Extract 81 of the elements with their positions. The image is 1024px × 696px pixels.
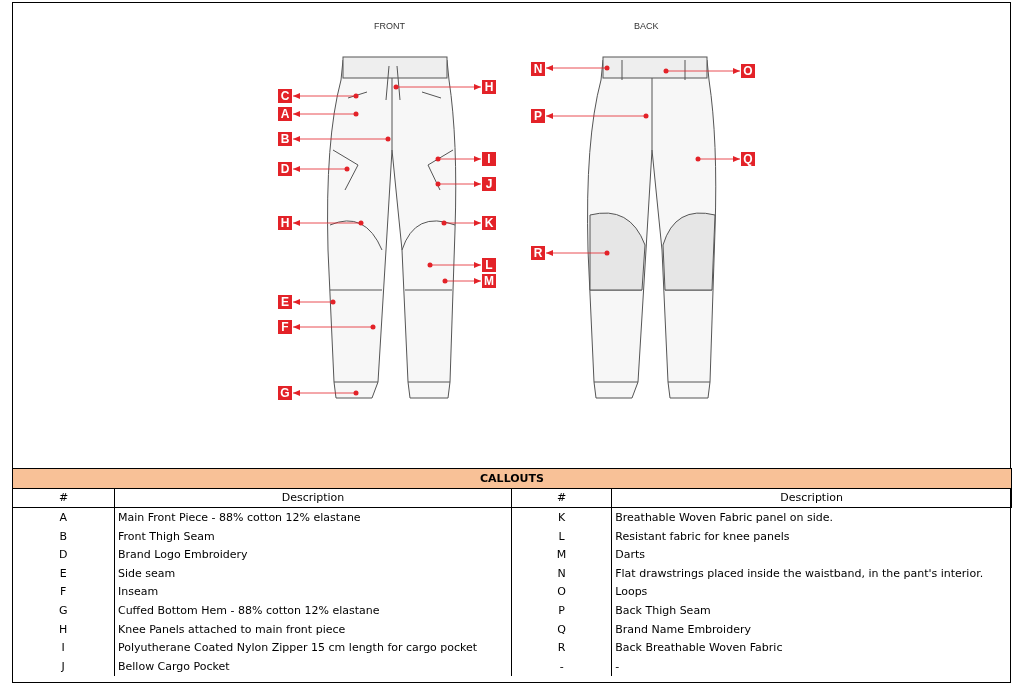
callout-marker: G: [278, 386, 292, 400]
leader-line: [292, 166, 350, 172]
column-header: Description: [114, 488, 512, 508]
callout-marker: E: [278, 295, 292, 309]
callout-letter: M: [511, 545, 612, 564]
callout-letter: P: [511, 601, 612, 620]
leader-line: [393, 84, 482, 90]
callout-marker: F: [278, 320, 292, 334]
column-header: #: [12, 488, 115, 508]
callout-marker: B: [278, 132, 292, 146]
callout-marker: K: [482, 216, 496, 230]
callout-marker: R: [531, 246, 545, 260]
part-description: Back Breathable Woven Fabric: [611, 638, 1012, 657]
leader-line: [695, 156, 741, 162]
view-title: BACK: [634, 21, 659, 31]
part-description: Back Thigh Seam: [611, 601, 1012, 620]
leader-line: [292, 220, 364, 226]
callout-letter: I: [12, 638, 115, 657]
part-description: Cuffed Bottom Hem - 88% cotton 12% elastane: [114, 601, 512, 620]
leader-line: [663, 68, 741, 74]
leader-line: [292, 324, 376, 330]
callout-letter: -: [511, 656, 612, 676]
part-description: Breathable Woven Fabric panel on side.: [611, 507, 1012, 527]
callout-letter: J: [12, 656, 115, 676]
callout-marker: A: [278, 107, 292, 121]
callout-marker: I: [482, 152, 496, 166]
leader-line: [435, 156, 482, 162]
view-title: FRONT: [374, 21, 405, 31]
callout-letter: L: [511, 526, 612, 546]
leader-line: [435, 181, 482, 187]
callout-marker: O: [741, 64, 755, 78]
leader-line: [292, 111, 359, 117]
callout-letter: D: [12, 545, 115, 564]
callout-marker: C: [278, 89, 292, 103]
leader-line: [292, 299, 336, 305]
part-description: Resistant fabric for knee panels: [611, 526, 1012, 546]
part-description: Flat drawstrings placed inside the waistband, in the pant's interior.: [611, 563, 1012, 583]
callout-marker: H: [278, 216, 292, 230]
part-description: Polyutherane Coated Nylon Zipper 15 cm length for cargo pocket: [114, 638, 512, 657]
table-title: CALLOUTS: [12, 468, 1012, 489]
leader-line: [427, 262, 482, 268]
leader-line: [292, 390, 359, 396]
part-description: Bellow Cargo Pocket: [114, 656, 512, 676]
callout-letter: H: [12, 619, 115, 639]
callout-marker: J: [482, 177, 496, 191]
part-description: Brand Logo Embroidery: [114, 545, 512, 564]
callout-letter: E: [12, 563, 115, 583]
callout-marker: D: [278, 162, 292, 176]
leader-line: [545, 113, 649, 119]
callout-letter: N: [511, 563, 612, 583]
part-description: Main Front Piece - 88% cotton 12% elastane: [114, 507, 512, 527]
leader-line: [292, 93, 359, 99]
part-description: -: [611, 656, 1012, 676]
part-description: Inseam: [114, 582, 512, 602]
leader-line: [292, 136, 391, 142]
callout-letter: B: [12, 526, 115, 546]
callout-letter: O: [511, 582, 612, 602]
callout-letter: K: [511, 507, 612, 527]
callout-marker: Q: [741, 152, 755, 166]
callout-letter: A: [12, 507, 115, 527]
callout-letter: F: [12, 582, 115, 602]
leader-line: [545, 250, 610, 256]
part-description: Loops: [611, 582, 1012, 602]
column-header: #: [511, 488, 612, 508]
callout-marker: P: [531, 109, 545, 123]
callout-letter: G: [12, 601, 115, 620]
callout-letter: R: [511, 638, 612, 657]
leader-line: [442, 278, 482, 284]
leader-line: [441, 220, 482, 226]
part-description: Darts: [611, 545, 1012, 564]
part-description: Knee Panels attached to main front piece: [114, 619, 512, 639]
column-header: Description: [611, 488, 1012, 508]
part-description: Front Thigh Seam: [114, 526, 512, 546]
callout-marker: M: [482, 274, 496, 288]
callout-marker: L: [482, 258, 496, 272]
callout-marker: H: [482, 80, 496, 94]
callout-letter: Q: [511, 619, 612, 639]
leader-line: [545, 65, 610, 71]
part-description: Brand Name Embroidery: [611, 619, 1012, 639]
callout-marker: N: [531, 62, 545, 76]
part-description: Side seam: [114, 563, 512, 583]
